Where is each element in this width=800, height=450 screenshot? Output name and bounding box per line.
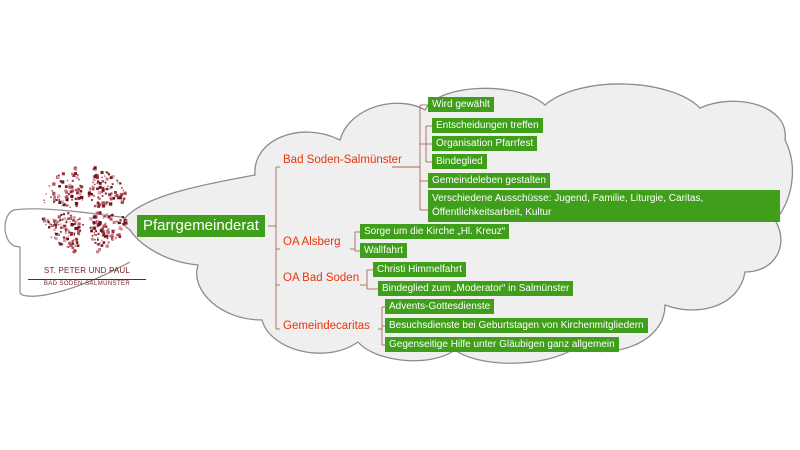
branch-oa-bad-soden[interactable]: OA Bad Soden (283, 272, 360, 284)
branch-gemeindecaritas[interactable]: Gemeindecaritas (283, 320, 370, 332)
item-bindeglied[interactable]: Bindeglied (432, 154, 487, 169)
branch-bad-soden-salmuenster[interactable]: Bad Soden-Salmünster (283, 154, 402, 166)
branch-oa-alsberg[interactable]: OA Alsberg (283, 236, 341, 248)
connector-lines (268, 104, 432, 346)
item-entscheidungen-treffen[interactable]: Entscheidungen treffen (432, 118, 543, 133)
parish-logo-icon (41, 166, 128, 254)
logo-name: ST. PETER UND PAUL (43, 266, 131, 275)
cloud-shape (123, 83, 793, 364)
item-besuchsdienste[interactable]: Besuchsdienste bei Geburtstagen von Kirc… (385, 318, 648, 333)
item-sorge-um-die-kirche[interactable]: Sorge um die Kirche „Hl. Kreuz“ (360, 224, 510, 239)
item-verschiedene-ausschuesse[interactable]: Verschiedene Ausschüsse: Jugend, Familie… (428, 190, 780, 222)
item-wallfahrt[interactable]: Wallfahrt (360, 243, 408, 258)
item-bindeglied-moderator[interactable]: Bindeglied zum „Moderator“ in Salmünster (378, 281, 574, 296)
root-node[interactable]: Pfarrgemeinderat (137, 215, 265, 237)
logo-place: BAD SODEN-SALMÜNSTER (28, 279, 146, 287)
item-gemeindeleben-gestalten[interactable]: Gemeindeleben gestalten (428, 173, 550, 188)
item-wird-gewaehlt[interactable]: Wird gewählt (428, 97, 494, 112)
item-christi-himmelfahrt[interactable]: Christi Himmelfahrt (373, 262, 467, 277)
item-gegenseitige-hilfe[interactable]: Gegenseitige Hilfe unter Gläubigen ganz … (385, 337, 619, 352)
callout-tail (4, 208, 131, 297)
item-advents-gottesdienste[interactable]: Advents-Gottesdienste (385, 299, 495, 314)
item-organisation-pfarrfest[interactable]: Organisation Pfarrfest (432, 136, 538, 151)
